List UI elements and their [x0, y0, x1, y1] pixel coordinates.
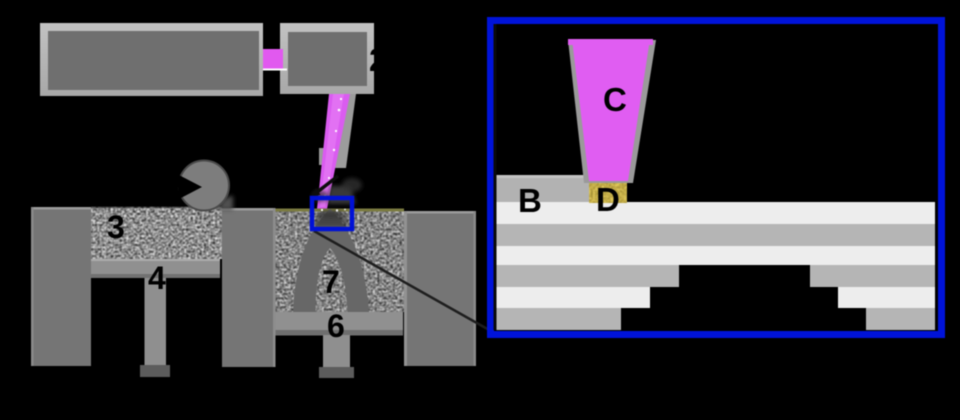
svg-text:B: B: [518, 182, 542, 219]
svg-text:C: C: [603, 81, 627, 118]
svg-text:3: 3: [107, 209, 125, 245]
svg-text:7: 7: [322, 264, 340, 300]
svg-text:D: D: [596, 181, 620, 218]
svg-text:2: 2: [369, 42, 387, 78]
svg-text:6: 6: [327, 308, 345, 344]
svg-text:4: 4: [148, 260, 166, 296]
